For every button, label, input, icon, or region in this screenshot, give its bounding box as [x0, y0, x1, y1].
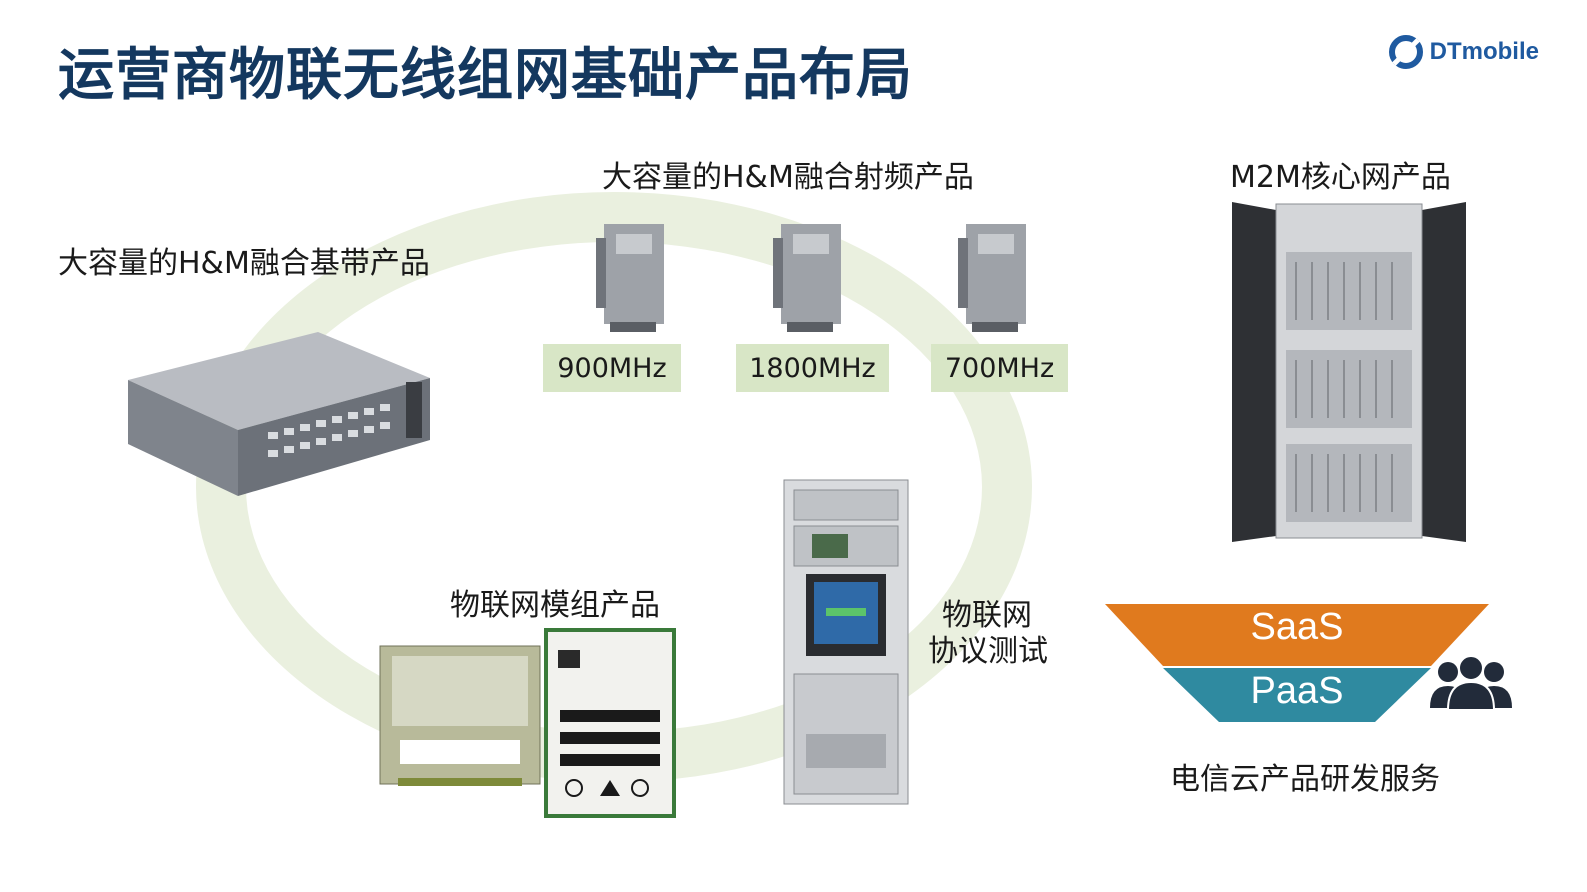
band-900-badge: 900MHz — [543, 344, 681, 392]
baseband-unit-image — [128, 332, 430, 496]
rf-label: 大容量的H&M融合射频产品 — [602, 160, 974, 195]
paas-label: PaaS — [1250, 670, 1344, 712]
saas-label: SaaS — [1250, 606, 1344, 648]
protocol-test-rack-image — [783, 479, 909, 805]
cloud-label: 电信云产品研发服务 — [1170, 762, 1440, 797]
rf-unit-image-1 — [596, 224, 664, 332]
page-title: 运营商物联无线组网基础产品布局 — [58, 43, 913, 108]
module-label: 物联网模组产品 — [450, 588, 660, 623]
logo-text: DTmobile — [1429, 38, 1539, 65]
iot-module-image — [379, 628, 676, 818]
brand-logo: DTmobile — [1388, 34, 1539, 70]
cloud-service-pyramid — [1105, 604, 1489, 722]
test-label-line2: 协议测试 — [928, 634, 1048, 669]
band-700-badge: 700MHz — [931, 344, 1068, 392]
band-1800-badge: 1800MHz — [736, 344, 889, 392]
rf-unit-image-2 — [773, 224, 841, 332]
users-group-icon — [1430, 656, 1512, 711]
core-cabinet-image — [1232, 202, 1466, 542]
rf-unit-image-3 — [958, 224, 1026, 332]
core-label: M2M核心网产品 — [1230, 160, 1451, 195]
dtmobile-logo-icon — [1388, 35, 1423, 69]
baseband-label: 大容量的H&M融合基带产品 — [58, 246, 430, 281]
test-label-line1: 物联网 — [942, 598, 1032, 633]
